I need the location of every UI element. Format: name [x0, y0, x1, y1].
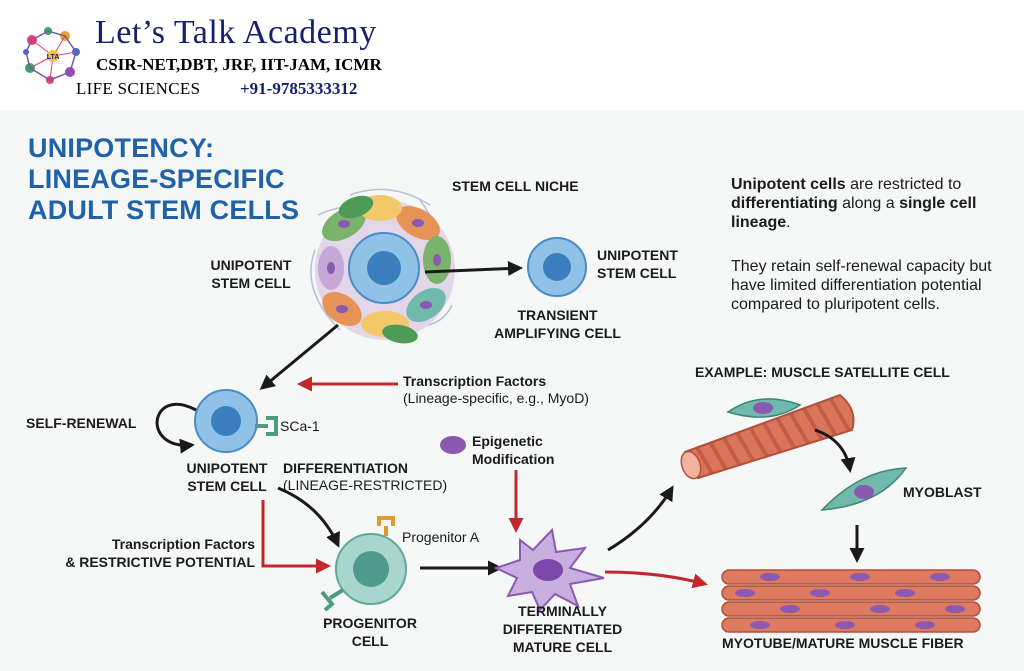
label-epigenetic: Epigenetic Modification	[472, 432, 554, 468]
label-unipotent-top-line2: STEM CELL	[211, 275, 291, 291]
info-bold-unipotent: Unipotent cells	[731, 176, 846, 193]
title-line-3: ADULT STEM CELLS	[28, 195, 300, 225]
logo-text: LTA	[47, 54, 60, 61]
transient-amplifying-cell	[527, 237, 587, 297]
label-transient-amplifying: TRANSIENT AMPLIFYING CELL	[475, 306, 640, 342]
info-text-1: are restricted to	[845, 176, 962, 193]
info-text-3: .	[786, 214, 791, 231]
arrow-terminal-to-muscle	[607, 485, 674, 552]
label-unipotent-right-line2: STEM CELL	[597, 265, 677, 281]
info-paragraph-1: Unipotent cells are restricted to differ…	[731, 175, 1011, 232]
label-progenitor-line1: PROGENITOR	[323, 615, 417, 631]
label-transient-line1: TRANSIENT	[517, 307, 598, 323]
label-unipotent-mid-line1: UNIPOTENT	[186, 460, 268, 476]
epigenetic-marker-icon	[440, 436, 466, 454]
label-epigenetic-line1: Epigenetic	[472, 433, 543, 449]
progenitor-cell	[335, 533, 407, 605]
label-myoblast: MYOBLAST	[903, 484, 982, 500]
diagram-title: UNIPOTENCY: LINEAGE-SPECIFIC ADULT STEM …	[28, 133, 299, 226]
info-paragraph-2: They retain self-renewal capacity but ha…	[731, 258, 992, 313]
terminal-mature-cell	[493, 527, 605, 612]
stem-cell-niche	[310, 188, 455, 344]
label-transient-line2: AMPLIFYING CELL	[494, 325, 621, 341]
progenitor-a-marker-icon	[377, 516, 395, 536]
label-terminal-line1: TERMINALLY	[518, 603, 607, 619]
info-bold-single-lineage: single cell lineage	[731, 195, 977, 231]
label-transcription-factors-top: Transcription Factors (Lineage-specific,…	[403, 372, 589, 407]
label-differentiation: DIFFERENTIATION (LINEAGE-RESTRICTED)	[283, 459, 447, 494]
label-epigenetic-line2: Modification	[472, 451, 555, 467]
label-unipotent-top-line1: UNIPOTENT	[210, 257, 292, 273]
sca1-receptor-icon	[255, 416, 278, 436]
progenitor-receptor-icon	[320, 588, 345, 612]
label-tf-top-line1: Transcription Factors	[403, 373, 547, 389]
muscle-bundle	[680, 393, 855, 480]
label-transcription-factors-left: Transcription Factors & RESTRICTIVE POTE…	[47, 535, 255, 571]
arrow-satellite-to-myoblast	[814, 428, 856, 473]
exam-list: CSIR-NET,DBT, JRF, IIT-JAM, ICMR	[96, 55, 382, 74]
label-tf-top-line2: (Lineage-specific, e.g., MyoD)	[403, 390, 589, 406]
label-myotube: MYOTUBE/MATURE MUSCLE FIBER	[722, 635, 964, 651]
label-progenitor-a: Progenitor A	[402, 529, 480, 545]
arrow-niche-to-stem-cell	[259, 323, 339, 390]
title-line-2: LINEAGE-SPECIFIC	[28, 164, 285, 194]
label-sca1: SCa-1	[280, 418, 320, 434]
arrow-differentiation	[277, 486, 340, 548]
label-unipotent-top: UNIPOTENT STEM CELL	[196, 256, 306, 292]
molecule-logo-icon: LTA	[23, 27, 80, 84]
title-line-1: UNIPOTENCY:	[28, 133, 215, 163]
label-terminal-line3: MATURE CELL	[512, 639, 613, 655]
phone-number[interactable]: +91-9785333312	[240, 79, 358, 98]
info-text-2: along a	[837, 195, 900, 212]
brand-title: Let’s Talk Academy	[95, 14, 377, 51]
satellite-cell	[726, 398, 802, 418]
header-banner: LTA Let’s Talk Academy CSIR-NET,DBT, JRF…	[0, 0, 1024, 110]
info-bold-differentiating: differentiating	[731, 195, 838, 212]
arrow-terminal-to-myotube	[604, 570, 708, 589]
myoblast-cell	[820, 467, 908, 511]
subject-label: LIFE SCIENCES	[76, 79, 201, 98]
label-tf-left-line2: & RESTRICTIVE POTENTIAL	[65, 554, 255, 570]
label-unipotent-mid-line2: STEM CELL	[187, 478, 267, 494]
label-unipotent-right-line1: UNIPOTENT	[597, 247, 678, 263]
label-example: EXAMPLE: MUSCLE SATELLITE CELL	[695, 364, 950, 380]
label-terminal-line2: DIFFERENTIATED	[502, 621, 623, 637]
label-tf-left-line1: Transcription Factors	[111, 536, 255, 552]
label-differentiation-line2: (LINEAGE-RESTRICTED)	[283, 477, 448, 493]
label-terminal-cell: TERMINALLY DIFFERENTIATED MATURE CELL	[490, 602, 635, 656]
arrow-restrictive-potential	[261, 500, 331, 574]
unipotent-stem-cell-mid	[194, 389, 258, 453]
label-stem-cell-niche: STEM CELL NICHE	[452, 178, 579, 194]
myotube-fibers	[721, 569, 981, 633]
self-renewal-loop-arrow	[155, 402, 197, 454]
label-unipotent-right: UNIPOTENT STEM CELL	[597, 246, 678, 282]
label-progenitor-line2: CELL	[351, 633, 389, 649]
label-unipotent-mid: UNIPOTENT STEM CELL	[172, 459, 282, 495]
arrow-niche-to-transient	[424, 261, 523, 276]
label-progenitor-cell: PROGENITOR CELL	[310, 614, 430, 650]
label-differentiation-line1: DIFFERENTIATION	[283, 460, 408, 476]
label-self-renewal: SELF-RENEWAL	[26, 415, 137, 431]
